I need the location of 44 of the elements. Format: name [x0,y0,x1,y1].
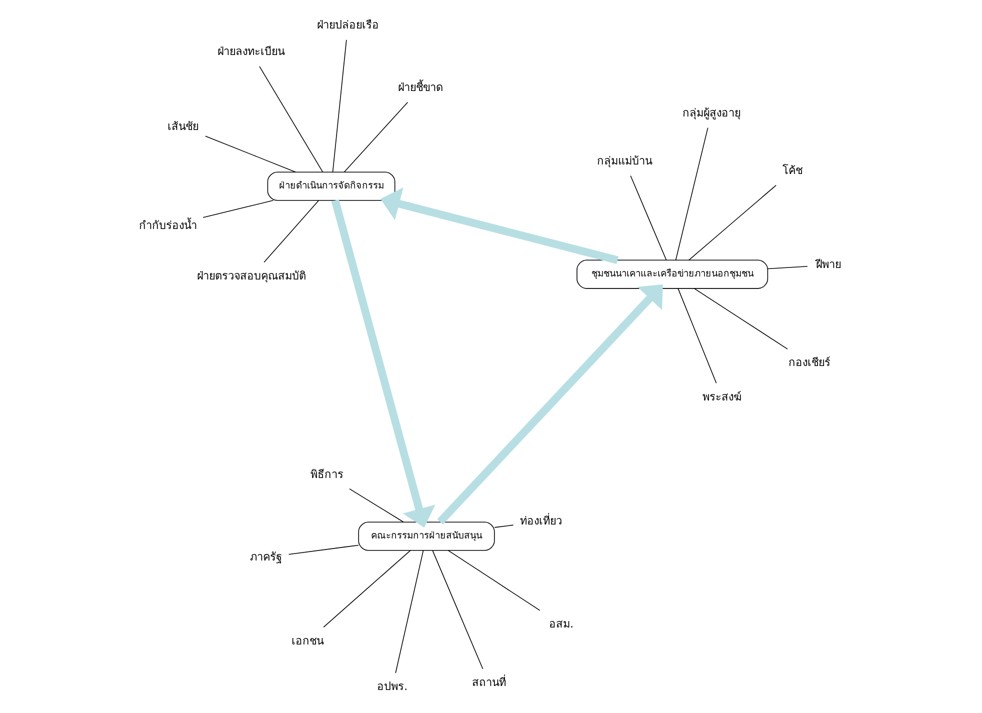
node-text: ฝ่ายปล่อยเรือ [316,18,378,32]
node-text: กลุ่มแม่บ้าน [596,154,652,168]
connector [322,550,410,628]
connector [202,200,274,218]
node-text: สถานที่ [471,676,506,689]
arrow [380,187,618,264]
connector [204,136,296,172]
connector [494,524,514,528]
node-box: ชุมชนนาเคาและเครือข่ายภายนอกชุมชน [576,260,768,289]
connector [688,184,776,261]
node-text: กองเชียร์ [788,356,830,370]
connector [348,488,404,522]
node-text: กำกับร่องน้ำ [138,218,197,232]
connector [674,127,708,260]
node-text: ภาครัฐ [250,550,282,564]
connector [630,175,666,260]
node-text: อปพร. [376,680,408,694]
connector [677,288,716,384]
node-box: ฝ่ายดำเนินการจัดกิจกรรม [266,172,395,201]
node-text: กลุ่มผู้สูงอายุ [682,106,740,120]
node-text: ฝ่ายตรวจสอบคุณสมบัติ [196,269,306,282]
node-text: ฝ่ายชี้ขาด [398,80,443,94]
node-text: โค้ช [782,164,802,177]
node-text: เส้นชัย [166,120,198,134]
connector [258,66,323,172]
connector [394,550,424,674]
node-text: พิธีการ [310,468,343,481]
arrow [436,284,662,524]
connector [288,544,358,555]
connector [332,40,346,172]
connector [263,200,319,263]
node-text: พระสงฆ์ [702,390,742,404]
node-text: ท่องเที่ยว [519,514,562,528]
node-box: คณะกรรมการฝ่ายสนับสนุน [358,522,494,551]
connector [693,288,788,350]
node-text: อสม. [548,617,574,630]
connector [432,550,483,670]
node-text: เอกชน [290,634,323,648]
connector [447,550,540,611]
connector [766,266,808,270]
node-text: ฝ่ายลงทะเบียน [216,45,284,58]
node-text: ฝีพาย [816,258,841,272]
connector [343,102,408,172]
arrow [330,199,435,528]
